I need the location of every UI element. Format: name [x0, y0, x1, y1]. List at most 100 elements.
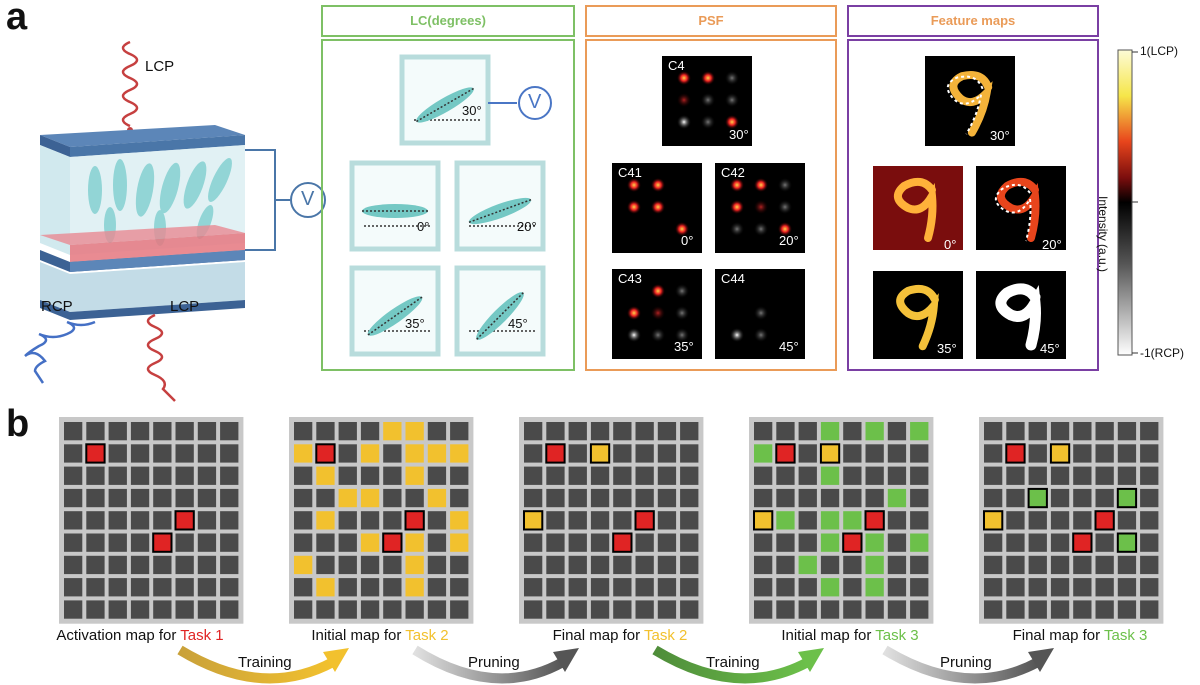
transition-arrow: [412, 645, 579, 684]
neuron-cell: [798, 466, 817, 485]
transition-arrows: [177, 645, 1054, 684]
neuron-cell: [820, 466, 840, 485]
psf-spot: [651, 306, 665, 320]
neuron-cell: [175, 555, 194, 575]
neuron-cell: [842, 532, 863, 553]
neuron-cell: [1028, 444, 1047, 463]
neuron-cell: [984, 488, 1003, 508]
network-map: [289, 417, 474, 624]
feature-map-image: [873, 166, 963, 250]
lc-cell: [454, 265, 546, 357]
neuron-cell: [427, 422, 447, 441]
task-label: Task 3: [1104, 627, 1148, 644]
neuron-cell: [316, 466, 335, 485]
neuron-cell: [175, 444, 194, 463]
psf-spot: [627, 328, 641, 342]
neuron-cell: [1073, 444, 1092, 463]
neuron-cell: [776, 466, 795, 485]
psf-spot: [627, 200, 641, 214]
neuron-cell: [843, 555, 862, 575]
neuron-cell: [130, 555, 150, 575]
molecule-axis: [476, 292, 524, 340]
neuron-cell: [197, 466, 217, 485]
neuron-cell: [1028, 466, 1047, 485]
feature-map-image: [976, 166, 1066, 250]
neuron-cell: [405, 488, 424, 508]
neuron-cell: [910, 578, 929, 597]
panel-label-b: b: [6, 403, 30, 445]
neuron-cell: [1140, 533, 1159, 552]
arrow-label: Pruning: [940, 654, 992, 671]
neuron-cell: [450, 600, 469, 619]
psf-spot: [725, 115, 739, 129]
task-label: Task 2: [644, 627, 688, 644]
neuron-cell: [798, 555, 817, 575]
neuron-cell: [843, 578, 862, 597]
neuron-cell: [360, 488, 380, 508]
neuron-cell: [546, 488, 565, 508]
neuron-cell: [590, 488, 610, 508]
neuron-cell: [1140, 578, 1159, 597]
neuron-cell: [108, 533, 127, 552]
neuron-cell: [546, 555, 565, 575]
neuron-cell: [984, 466, 1003, 485]
psf-spot: [675, 222, 689, 236]
transition-arrow: [177, 645, 349, 684]
psf-spot: [675, 328, 689, 342]
neuron-cell: [130, 578, 150, 597]
neuron-cell: [1028, 511, 1047, 530]
neuron-cell: [383, 466, 402, 485]
neuron-cell: [1050, 422, 1070, 441]
neuron-cell: [197, 444, 217, 463]
neuron-cell: [360, 466, 380, 485]
neuron-cell: [865, 600, 884, 619]
neuron-cell: [524, 578, 543, 597]
neuron-cell: [404, 510, 425, 531]
neuron-cell: [1006, 466, 1025, 485]
neuron-cell: [568, 422, 587, 441]
neuron-cell: [360, 555, 380, 575]
transition-arrow: [652, 645, 824, 684]
neuron-cell: [338, 600, 357, 619]
neuron-cell: [1140, 422, 1159, 441]
feature-map-image: [976, 271, 1066, 359]
neuron-cell: [680, 533, 699, 552]
neuron-cell: [635, 422, 654, 441]
neuron-cell: [657, 578, 677, 597]
neuron-cell: [613, 511, 632, 530]
neuron-cell: [427, 488, 447, 508]
molecule-axis: [416, 87, 474, 123]
psf-image: [715, 269, 805, 359]
lc-angle-label: 35°: [405, 316, 425, 331]
arrow-shaft: [177, 645, 336, 684]
neuron-cell: [450, 511, 469, 530]
feature-cells: [873, 56, 1066, 359]
lc-cell: [349, 265, 441, 357]
neuron-cell: [1073, 422, 1092, 441]
neuron-cell: [450, 466, 469, 485]
neuron-cell: [590, 466, 610, 485]
lc-voltage-icon: [518, 86, 552, 120]
map-caption: Initial map for Task 2: [311, 627, 449, 644]
neuron-cell: [1050, 578, 1070, 597]
neuron-cell: [220, 511, 239, 530]
psf-spot: [675, 284, 689, 298]
neuron-cell: [175, 488, 194, 508]
neuron-cell: [220, 578, 239, 597]
digit-nine-glyph: [997, 177, 1040, 242]
rcp-label: RCP: [41, 298, 73, 315]
neuron-cell: [568, 555, 587, 575]
neuron-cell: [130, 533, 150, 552]
neuron-cell: [86, 533, 105, 552]
neuron-cell: [1095, 578, 1114, 597]
neuron-cell: [1140, 600, 1159, 619]
neuron-cell: [887, 555, 907, 575]
neuron-cell: [405, 555, 424, 575]
neuron-cell: [776, 578, 795, 597]
arrow-head: [798, 648, 824, 672]
neuron-cell: [1073, 511, 1092, 530]
neuron-cell: [1006, 422, 1025, 441]
neuron-cell: [680, 600, 699, 619]
neuron-cell: [865, 555, 884, 575]
neuron-cell: [776, 600, 795, 619]
